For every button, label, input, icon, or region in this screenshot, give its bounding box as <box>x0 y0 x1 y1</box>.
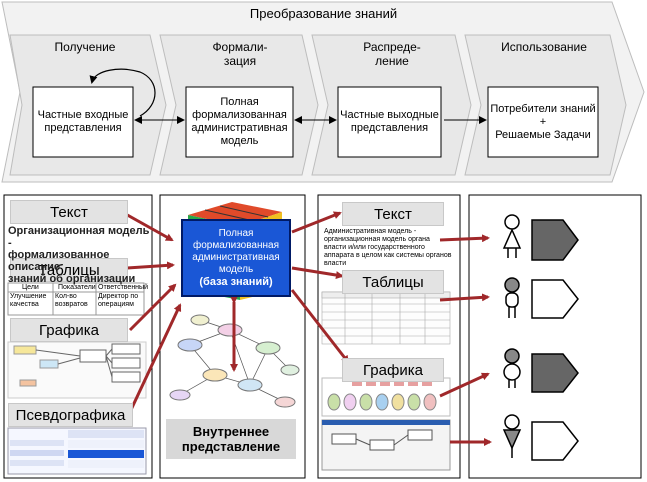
input-label-tables: Таблицы <box>10 258 128 282</box>
input-pseudographic-thumbnail <box>7 427 147 475</box>
person-icon <box>504 214 520 230</box>
stage-name-4: Использование <box>501 40 587 54</box>
process-box-3 <box>337 86 442 158</box>
process-box-1-text: Частные входные представления <box>37 109 129 134</box>
output-label-text: Текст <box>342 202 444 226</box>
input-label-graphics: Графика <box>10 318 128 342</box>
person-icon <box>504 348 520 364</box>
kb-subtitle: (база знаний) <box>199 276 273 288</box>
process-box-4-text: Потребители знаний + Решаемые Задачи <box>490 102 596 141</box>
stage-name-1: Получение <box>54 40 116 54</box>
table-header-1: Цели <box>22 284 39 291</box>
tag-arrow-icon <box>531 279 579 319</box>
tag-arrow-icon <box>531 219 579 261</box>
output-arrows <box>290 211 350 364</box>
output-label-tables: Таблицы <box>342 270 444 294</box>
stage-name-3: Распреде- ление <box>363 40 421 68</box>
table-header-2: Показатели <box>58 284 96 291</box>
process-title: Преобразование знаний <box>249 6 398 21</box>
output-graphic-thumbnail <box>321 377 451 471</box>
input-text-snippet: Организационная модель - формализованное… <box>8 225 150 285</box>
person-icon <box>504 277 520 293</box>
input-graphic-thumbnail <box>7 341 147 399</box>
process-box-3-text: Частные выходные представления <box>340 109 439 134</box>
process-box-2-text: Полная формализованная административная … <box>191 96 288 147</box>
consumer-arrows <box>439 234 492 446</box>
knowledge-base-box: Полная формализованная административная … <box>181 219 291 297</box>
consumer-2 <box>504 277 579 319</box>
table-cell-1: Улучшение качества <box>10 293 47 308</box>
consumer-1 <box>502 214 579 261</box>
person-icon <box>504 414 520 430</box>
process-box-1 <box>32 86 134 158</box>
stage-name-2: Формали- зация <box>212 40 268 68</box>
output-label-graphics: Графика <box>342 358 444 382</box>
output-text-snippet: Административная модель - организационна… <box>324 228 452 267</box>
input-arrows <box>121 210 182 413</box>
input-label-pseudographics: Псевдографика <box>8 403 133 427</box>
table-cell-3: Директор по операциям <box>98 293 139 308</box>
consumer-4 <box>502 414 579 461</box>
input-label-text: Текст <box>10 200 128 224</box>
kb-title: Полная формализованная административная … <box>192 228 280 275</box>
consumer-3 <box>503 348 579 393</box>
tag-arrow-icon <box>531 353 579 393</box>
table-cell-2: Кол-во возвратов <box>55 293 88 308</box>
loop-arrow <box>89 68 156 117</box>
process-box-2 <box>185 86 294 158</box>
internal-representation: Внутреннее представление <box>166 419 296 459</box>
tag-arrow-icon <box>531 421 579 461</box>
process-box-4 <box>487 86 599 158</box>
table-header-3: Ответственный <box>98 284 148 291</box>
input-table <box>7 282 145 316</box>
output-table-thumbnail <box>321 291 451 345</box>
